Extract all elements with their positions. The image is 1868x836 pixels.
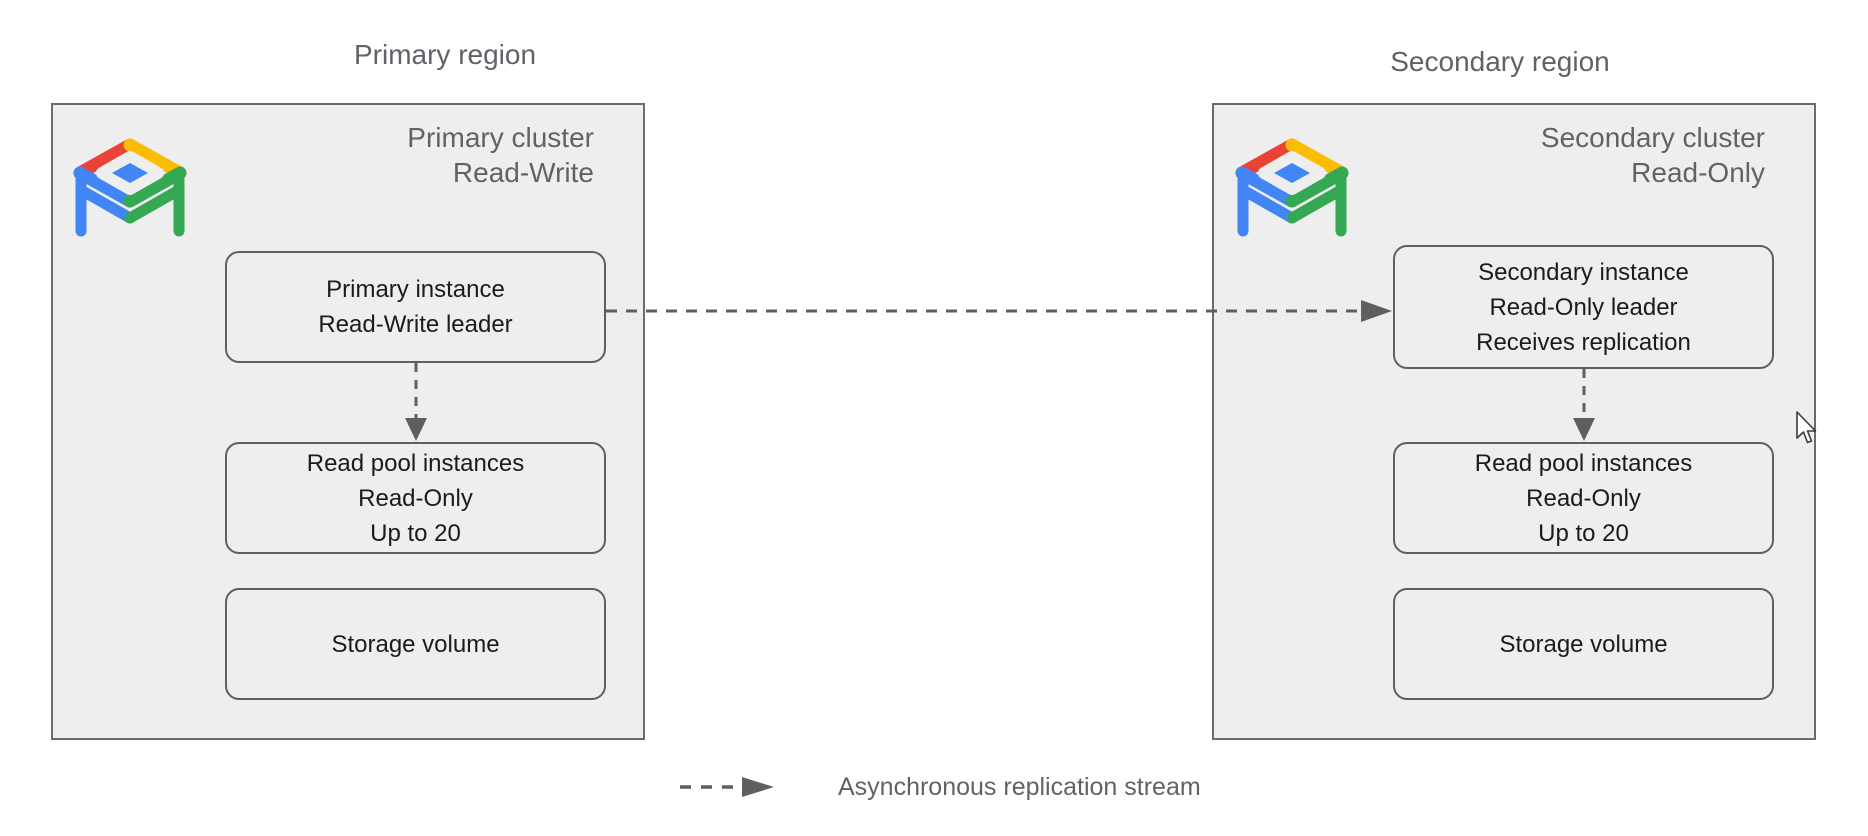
logo-center-diamond [112,163,148,183]
node-line: Primary instance [326,276,505,303]
connector-async-replication [606,300,1392,322]
alloydb-logo-secondary [1234,128,1350,240]
node-line: Read-Only leader [1489,293,1678,321]
node-line: Read-Only [1526,484,1641,512]
node-line: Read-Only [358,484,473,512]
logo-center-diamond [1274,163,1310,183]
node-secondary-read-pool[interactable]: Read pool instances Read-Only Up to 20 [1393,442,1774,554]
node-line: Up to 20 [1538,519,1629,547]
alloydb-logo-icon [1235,138,1349,237]
node-primary-read-pool[interactable]: Read pool instances Read-Only Up to 20 [225,442,606,554]
secondary-cluster-title: Secondary cluster Read-Only [1420,120,1765,190]
node-line: Storage volume [331,630,500,658]
secondary-cluster-title-line1: Secondary cluster [1540,122,1765,153]
node-line: Read-Write leader [318,311,513,338]
node-primary-instance[interactable]: Primary instance Read-Write leader [225,251,606,363]
alloydb-logo-icon [73,138,187,237]
primary-region-label: Primary region [353,39,537,70]
legend-dashed-arrow-icon [680,777,774,797]
secondary-cluster-title-line2: Read-Only [1631,157,1765,188]
node-primary-storage-volume[interactable]: Storage volume [225,588,606,700]
node-line: Up to 20 [370,519,461,547]
connector-primary-instance-to-read-pool [405,363,427,441]
primary-cluster-title-line1: Primary cluster [407,122,594,153]
legend-label: Asynchronous replication stream [838,773,1201,801]
primary-cluster-title-line2: Read-Write [452,157,594,188]
node-line: Read pool instances [1474,449,1693,477]
node-secondary-storage-volume[interactable]: Storage volume [1393,588,1774,700]
secondary-region-label: Secondary region [1390,46,1610,77]
connector-secondary-instance-to-read-pool [1573,369,1595,441]
alloydb-logo-primary [72,128,188,240]
node-line: Storage volume [1499,630,1668,658]
node-secondary-instance[interactable]: Secondary instance Read-Only leader Rece… [1393,245,1774,369]
node-line: Secondary instance [1478,258,1689,286]
node-line: Receives replication [1476,328,1691,356]
node-line: Read pool instances [306,449,525,477]
primary-cluster-title: Primary cluster Read-Write [249,120,594,190]
legend: Asynchronous replication stream [680,772,1201,802]
